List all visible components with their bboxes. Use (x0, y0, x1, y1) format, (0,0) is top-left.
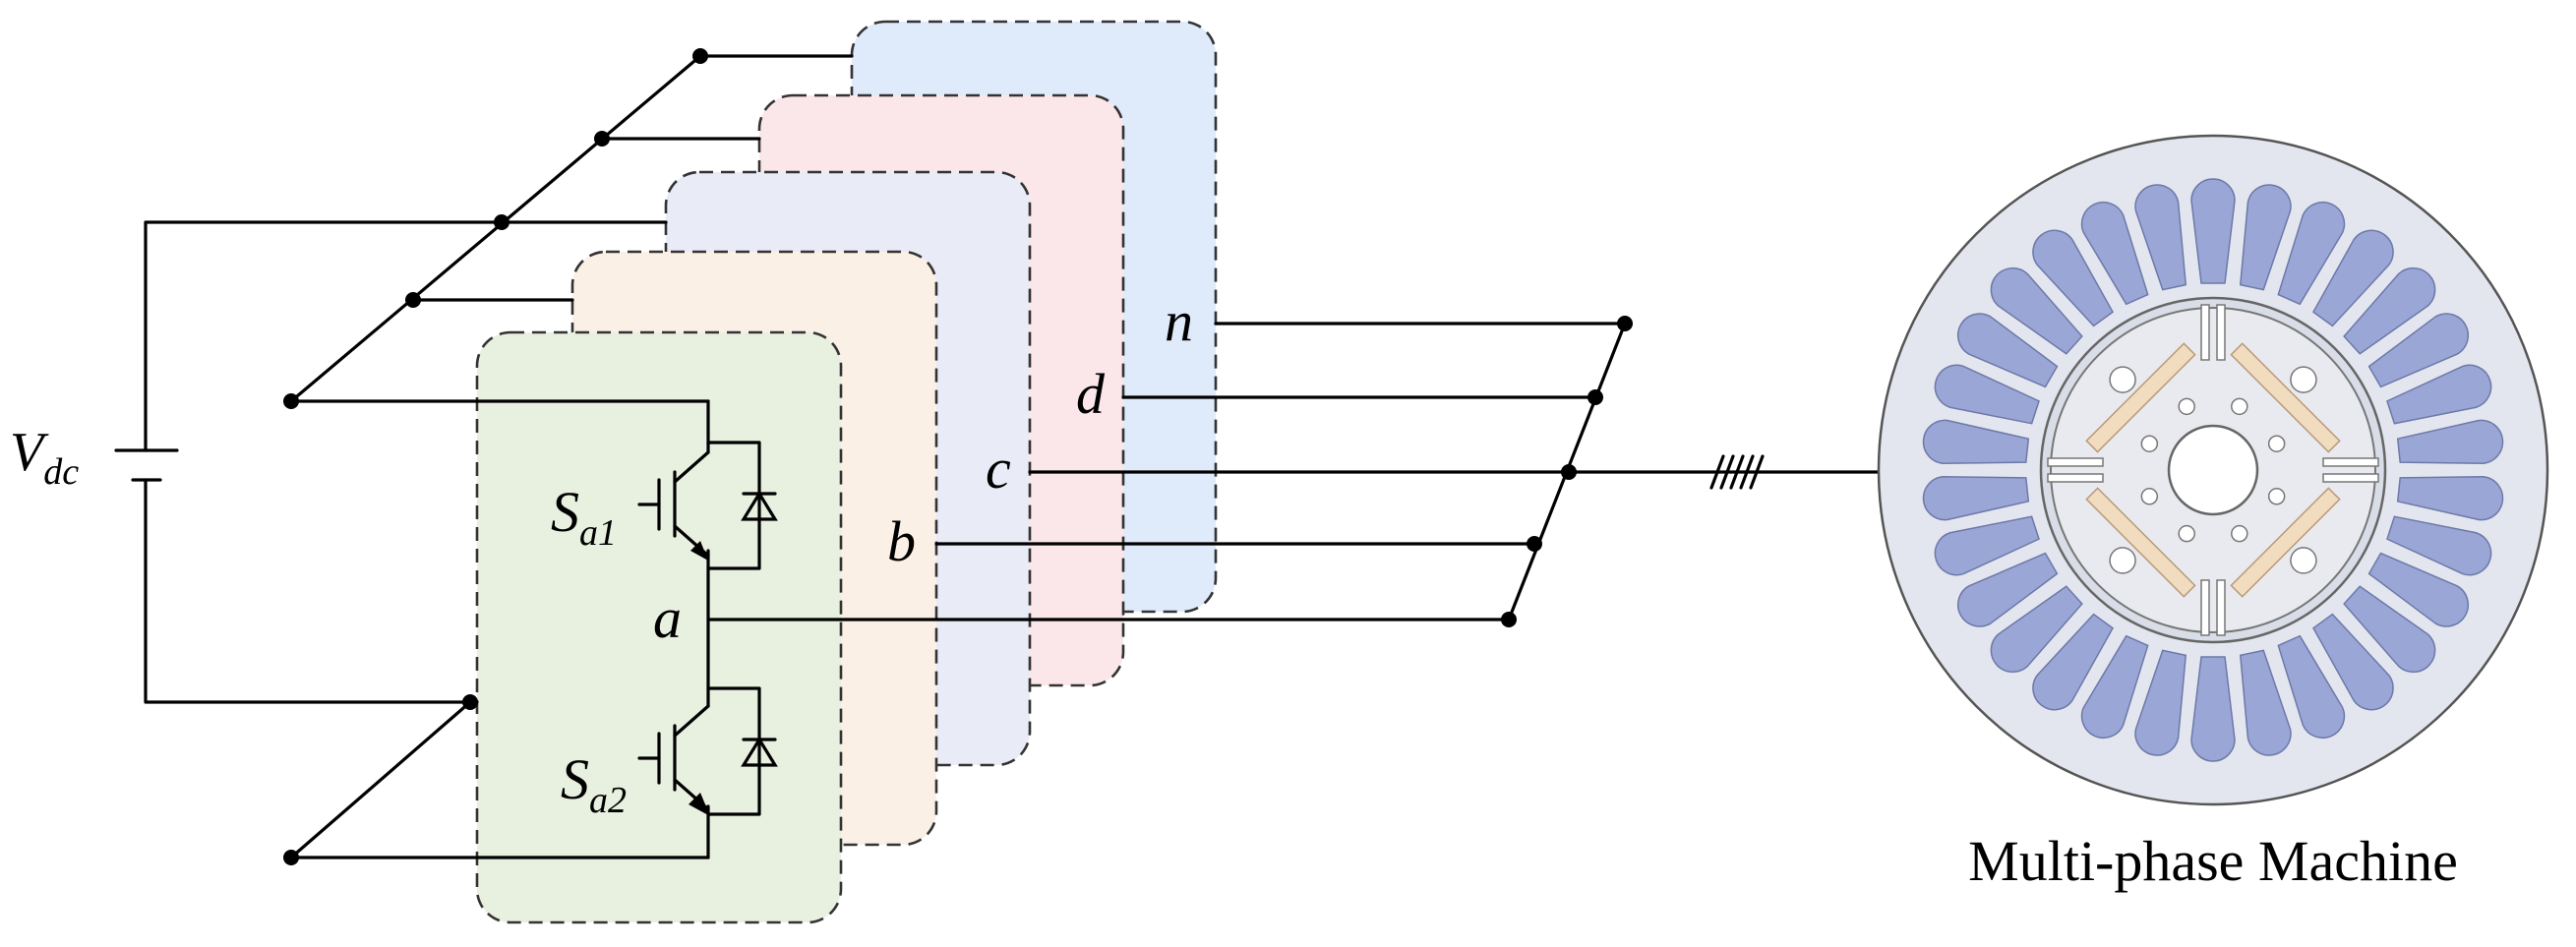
rotor-hole (2109, 547, 2136, 574)
rotor-barrier (2200, 579, 2226, 636)
stator-slot (1990, 585, 2083, 674)
rotor-hole (2109, 366, 2136, 393)
rotor-small-hole (2140, 488, 2159, 505)
node-phase-b (1527, 536, 1542, 552)
stator-slot (2134, 184, 2187, 291)
node-phase-a (1501, 612, 1517, 627)
stator-slot (2367, 313, 2470, 388)
stator-slot (2239, 649, 2292, 756)
stator-slot (2311, 229, 2394, 327)
stator-slot (2386, 364, 2492, 425)
phase-b-label: b (887, 509, 916, 573)
phase-d-label: d (1076, 362, 1106, 426)
inverter-panels (475, 20, 1218, 924)
node-dc-top-4 (405, 292, 421, 308)
rotor-small-hole (2178, 524, 2195, 543)
node-dc-top-5 (283, 393, 299, 409)
node-dc-top-2 (594, 131, 610, 147)
stator-slot (2080, 201, 2149, 306)
machine-label: Multi-phase Machine (1968, 829, 2458, 893)
diode-sa1 (741, 490, 778, 521)
phase-n-label: n (1165, 289, 1193, 353)
phase-a-label: a (653, 586, 682, 650)
stator-slot (2386, 515, 2492, 576)
phase-c-label: c (986, 437, 1011, 501)
stator-slot (1922, 476, 2030, 521)
rotor-small-hole (2231, 397, 2248, 416)
rotor-barrier (2200, 304, 2226, 361)
stator-slot (2190, 178, 2236, 284)
diode-sa2 (741, 736, 778, 767)
phase-a-leg: Sa1 Sa2 (551, 399, 778, 859)
machine-shaft (2167, 424, 2259, 516)
stator-slot (1934, 364, 2040, 425)
rotor-magnet (2230, 342, 2341, 453)
stator-slot (2343, 266, 2436, 355)
stator-slot (1956, 313, 2059, 388)
node-dc-bottom-1 (462, 694, 478, 710)
panel-phase-a (475, 330, 843, 924)
stator-slot (2396, 419, 2504, 464)
stator-slot (2311, 613, 2394, 711)
stator-slot (1922, 419, 2030, 464)
node-dc-top-1 (692, 48, 708, 64)
stator-slot (2080, 634, 2149, 740)
stator-slot (2277, 634, 2346, 740)
dc-bus (144, 48, 854, 865)
stator-slot (2277, 201, 2346, 306)
node-dc-bottom-2 (283, 850, 299, 865)
igbt-sa2 (637, 681, 778, 816)
phase-outputs: a b c d n (653, 289, 1883, 650)
rotor-small-hole (2140, 435, 2159, 452)
node-dc-top-3 (494, 214, 509, 230)
stator-slot (2396, 476, 2504, 521)
dc-source: Vdc (10, 422, 179, 493)
rotor-small-hole (2267, 488, 2286, 505)
rotor-magnet (2085, 342, 2196, 453)
bus-hash-marks (1709, 454, 1765, 490)
stator-slot (2032, 229, 2115, 327)
rotor-small-hole (2231, 524, 2248, 543)
stator-slot (1990, 266, 2083, 355)
rotor-small-hole (2178, 397, 2195, 416)
stator-slot (2190, 656, 2236, 762)
stator-slot (2134, 649, 2187, 756)
stator-slot (1956, 552, 2059, 627)
rotor-magnet (2085, 487, 2196, 598)
rotor-features (2047, 304, 2379, 636)
sa2-label: Sa2 (561, 747, 627, 821)
node-phase-n (1617, 316, 1633, 331)
vdc-label: Vdc (10, 422, 79, 493)
rotor-small-hole (2267, 435, 2286, 452)
stator-slot (2367, 552, 2470, 627)
stator-slot (2032, 613, 2115, 711)
rotor-barrier (2322, 457, 2379, 483)
multi-phase-machine: Multi-phase Machine (1877, 134, 2549, 893)
rotor-barrier (2047, 457, 2104, 483)
rotor-magnet (2230, 487, 2341, 598)
igbt-sa1 (637, 431, 778, 570)
stator-slot (2239, 184, 2292, 291)
node-phase-d (1588, 389, 1603, 405)
stator-slot (1934, 515, 2040, 576)
rotor-hole (2290, 547, 2317, 574)
stator-slot (2343, 585, 2436, 674)
stator-slots (1922, 178, 2504, 762)
rotor-hole (2290, 366, 2317, 393)
sa1-label: Sa1 (551, 480, 617, 554)
